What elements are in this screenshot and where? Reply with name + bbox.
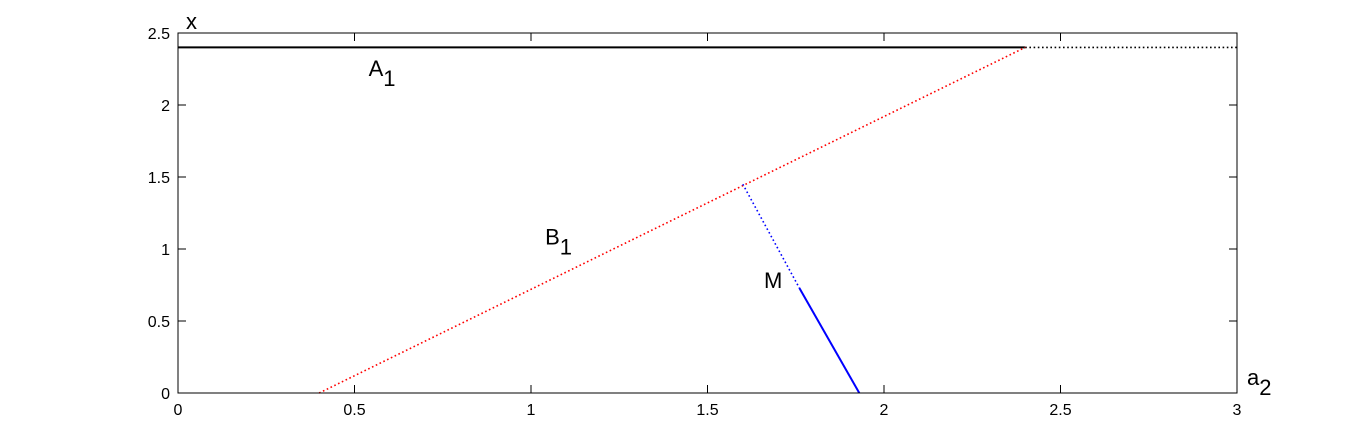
axes-background bbox=[178, 33, 1237, 393]
x-axis-label-base: a bbox=[1247, 365, 1260, 390]
y-tick-label: 0 bbox=[161, 386, 170, 403]
series-line-4 bbox=[742, 183, 800, 289]
annotation-label-1: A1 bbox=[369, 56, 396, 91]
x-tick-label: 2.5 bbox=[1049, 402, 1071, 419]
x-axis-label: a2 bbox=[1247, 365, 1272, 400]
y-tick-label: 0.5 bbox=[148, 314, 170, 331]
y-tick-label: 1 bbox=[161, 242, 170, 259]
tick-layer: 0 0.5 1 1.5 2 2.5 3 0 0.5 1 1.5 2 2.5 bbox=[148, 26, 1242, 419]
y-tick-label: 2.5 bbox=[148, 26, 170, 43]
annotation-label-base: B bbox=[545, 225, 560, 250]
series-layer bbox=[178, 46, 1237, 394]
x-tick-label: 2 bbox=[880, 402, 889, 419]
x-tick-label: 0.5 bbox=[343, 402, 365, 419]
annotation-label-2: B1 bbox=[545, 225, 572, 260]
x-tick-label: 1.5 bbox=[696, 402, 718, 419]
x-axis-label-subscript: 2 bbox=[1259, 375, 1271, 400]
label-layer: x a2 bbox=[186, 9, 1272, 400]
annotation-label-base: M bbox=[764, 268, 782, 293]
annotation-label-subscript: 1 bbox=[383, 66, 395, 91]
y-axis-label: x bbox=[186, 9, 197, 34]
annotation-label-subscript: 1 bbox=[560, 235, 572, 260]
x-tick-label: 3 bbox=[1233, 402, 1242, 419]
x-tick-label: 1 bbox=[527, 402, 536, 419]
y-tick-label: 2 bbox=[161, 98, 170, 115]
series-line-3 bbox=[318, 46, 1026, 394]
annotation-label-3: M bbox=[764, 268, 782, 293]
x-tick-label: 0 bbox=[174, 402, 183, 419]
annotation-label-base: A bbox=[369, 56, 384, 81]
axes-box bbox=[177, 32, 1238, 394]
series-line-5 bbox=[798, 287, 861, 394]
y-tick-label: 1.5 bbox=[148, 170, 170, 187]
